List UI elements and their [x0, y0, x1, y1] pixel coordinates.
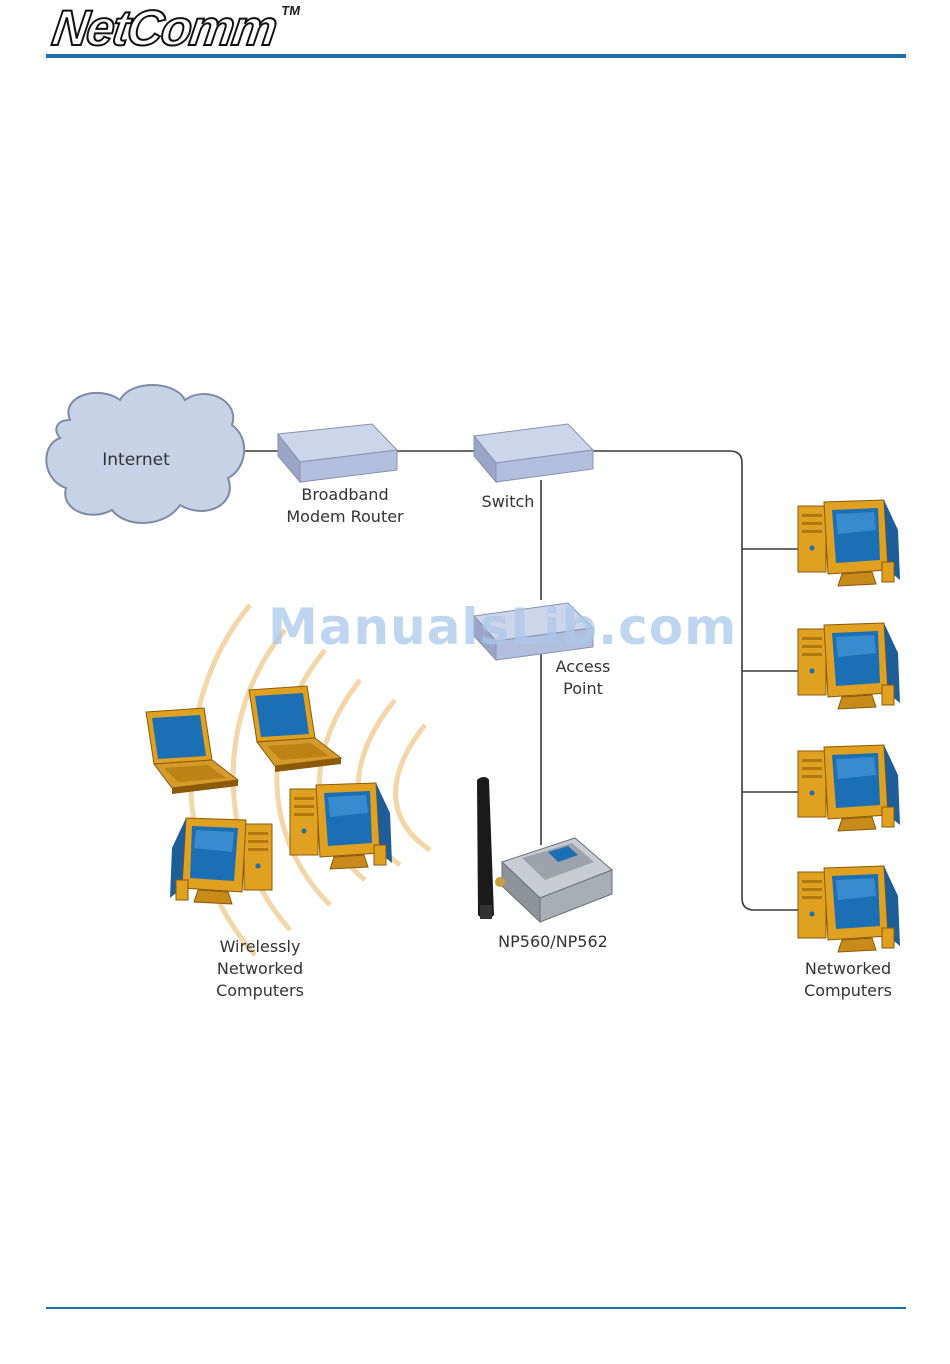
wired-label-line1: Networked	[805, 959, 891, 978]
np560-device	[477, 777, 612, 922]
wired-computer-1	[798, 500, 900, 586]
router-label-line1: Broadband	[301, 485, 388, 504]
wireless-desktop-2	[170, 818, 272, 904]
wireless-label-line1: Wirelessly	[220, 937, 301, 956]
access-point-label-line1: Access	[556, 657, 611, 676]
wired-computer-4	[798, 866, 900, 952]
wireless-label-line2: Networked	[217, 959, 303, 978]
footer-rule	[46, 1307, 906, 1309]
access-point-label-line2: Point	[563, 679, 603, 698]
watermark-text: ManualsLib.com	[268, 598, 737, 656]
internet-label: Internet	[102, 450, 170, 470]
np-device-label: NP560/NP562	[498, 932, 608, 951]
wireless-label-line3: Computers	[216, 981, 304, 1000]
switch-box	[474, 424, 593, 482]
switch-label: Switch	[482, 492, 535, 511]
wired-computer-2	[798, 623, 900, 709]
router-label-line2: Modem Router	[286, 507, 404, 526]
wired-label-line2: Computers	[804, 981, 892, 1000]
wireless-laptop-2	[249, 686, 341, 772]
wireless-desktop-1	[290, 783, 392, 869]
wired-computer-3	[798, 745, 900, 831]
wireless-laptop-1	[146, 708, 238, 794]
modem-router-box	[278, 424, 397, 482]
